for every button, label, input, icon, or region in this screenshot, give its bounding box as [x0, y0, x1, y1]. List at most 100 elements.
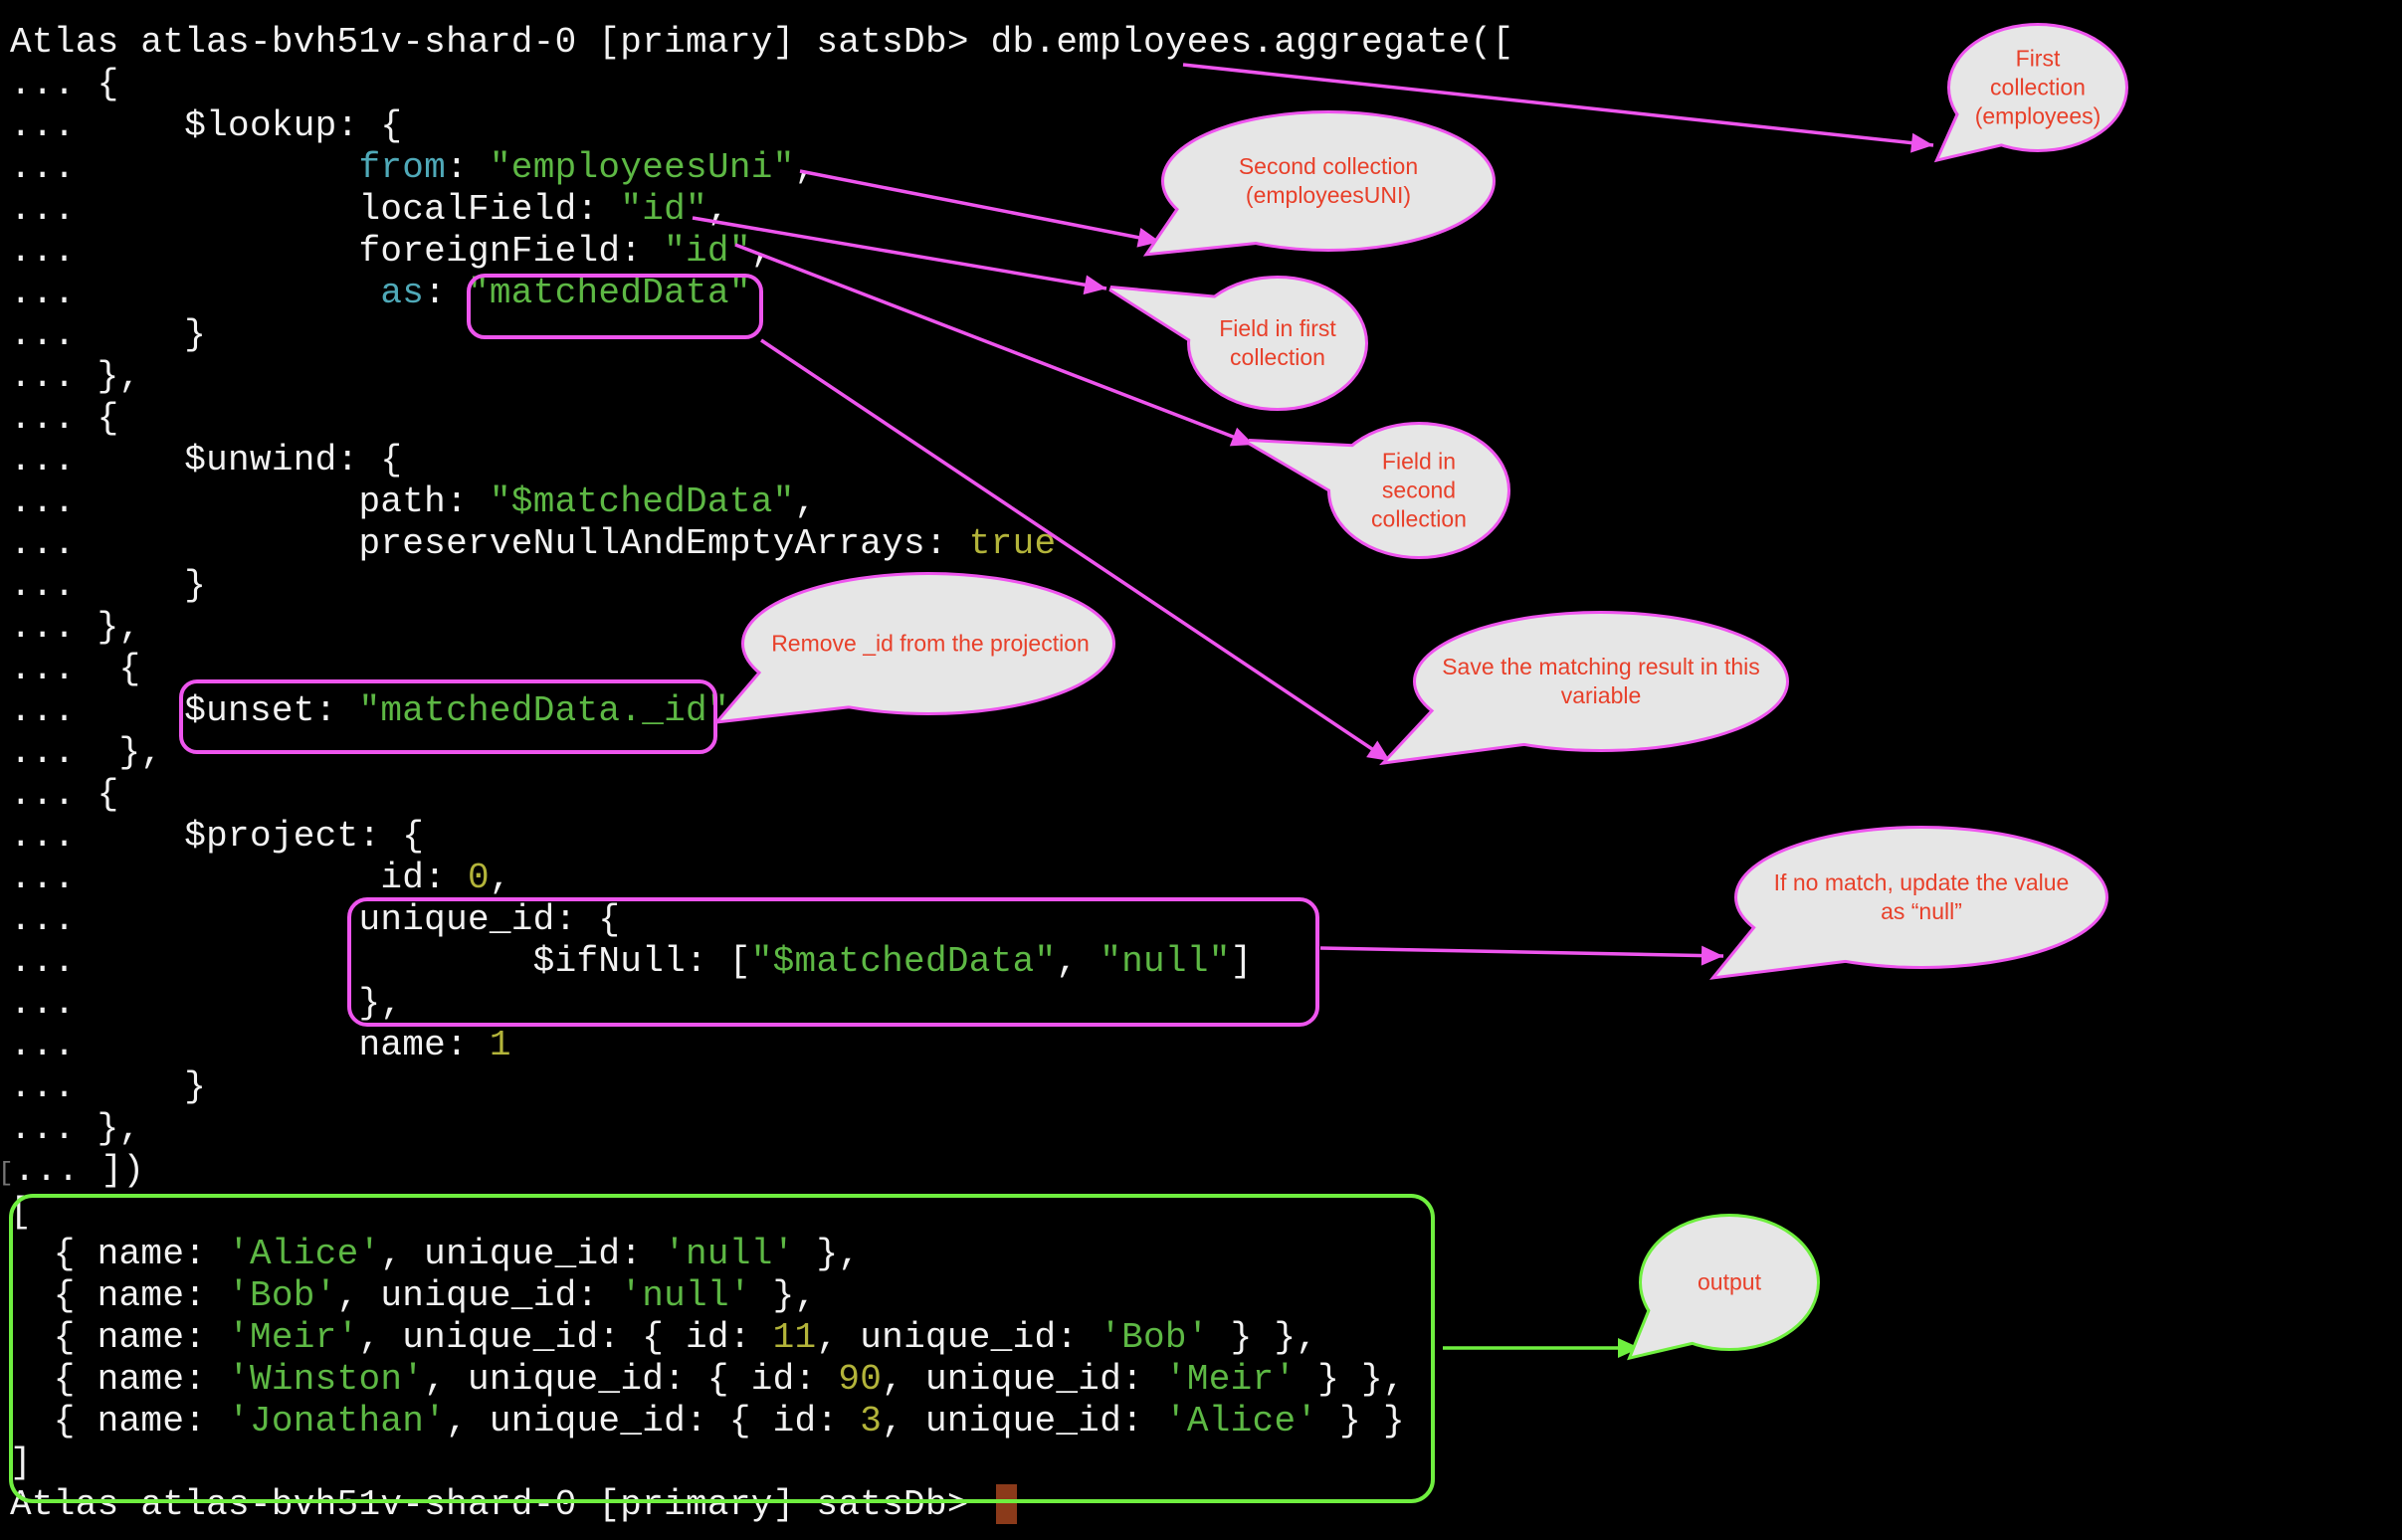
code-token: ... },	[10, 607, 141, 648]
code-token: "employeesUni"	[489, 147, 795, 188]
code-token: } },	[1296, 1359, 1405, 1400]
callout-field-second: Field in second collection	[1371, 448, 1467, 532]
code-token: , unique_id:	[336, 1275, 621, 1316]
callout-if-no-match: If no match, update the value as “null”	[1773, 869, 2070, 924]
terminal-line: ... $ifNull: ["$matchedData", "null"]	[10, 941, 1513, 983]
code-token: ... },	[10, 732, 163, 773]
terminal-line: { name: 'Alice', unique_id: 'null' },	[10, 1234, 1513, 1275]
terminal-line: ... foreignField: "id",	[10, 231, 1513, 273]
speech-bubble	[1190, 279, 1365, 408]
arrow-field-second	[734, 243, 1255, 447]
terminal-cursor[interactable]	[996, 1484, 1017, 1524]
speech-bubble	[1416, 614, 1786, 749]
terminal-line: ... localField: "id",	[10, 189, 1513, 231]
code-token: },	[794, 1234, 861, 1274]
code-token: ... $unset:	[10, 690, 359, 731]
speech-bubble-tail-fill	[1939, 111, 2006, 158]
arrow-head-icon	[1366, 740, 1390, 761]
code-token: 'Alice'	[228, 1234, 381, 1274]
terminal-line: ... }	[10, 1066, 1513, 1108]
code-token: 'Jonathan'	[228, 1401, 447, 1442]
code-token: , unique_id:	[882, 1401, 1165, 1442]
highlight-box-output	[9, 1194, 1435, 1503]
code-token: ... $ifNull: [	[10, 941, 751, 982]
arrow-second-collection	[799, 169, 1161, 244]
arrow-first-collection	[1182, 63, 1934, 147]
code-token: ...	[10, 273, 381, 313]
terminal-line: ... },	[10, 732, 1513, 774]
terminal-line: ... },	[10, 607, 1513, 649]
terminal-line: Atlas atlas-bvh51v-shard-0 [primary] sat…	[10, 22, 1513, 64]
code-token: ... },	[10, 983, 403, 1024]
terminal-line: ... id: 0,	[10, 858, 1513, 899]
terminal-line: { name: 'Jonathan', unique_id: { id: 3, …	[10, 1401, 1513, 1443]
speech-bubble	[1737, 829, 2105, 966]
speech-bubble	[1164, 113, 1493, 249]
terminal-line: ... }	[10, 314, 1513, 356]
code-token: 0	[467, 858, 490, 898]
code-token: 'Meir'	[1164, 1359, 1297, 1400]
terminal-line: ... unique_id: {	[10, 899, 1513, 941]
code-token: [	[0, 1158, 14, 1188]
code-token: { name:	[10, 1401, 229, 1442]
code-token: ... id:	[10, 858, 468, 898]
code-token: ... localField:	[10, 189, 621, 230]
code-token: as	[380, 273, 425, 313]
code-token: "null"	[1100, 941, 1231, 982]
code-token: { name:	[10, 1317, 229, 1358]
code-token: 1	[489, 1025, 511, 1065]
code-token: ... unique_id: {	[10, 899, 621, 940]
code-token: Atlas atlas-bvh51v-shard-0 [primary] sat…	[10, 1484, 991, 1525]
callout-output: output	[1698, 1268, 1761, 1295]
code-token: 'null'	[620, 1275, 751, 1316]
speech-bubble-tail-fill	[720, 670, 858, 720]
code-token: from	[358, 147, 447, 188]
terminal-line: ... as: "matchedData"	[10, 273, 1513, 314]
terminal-line: ]	[10, 1443, 1513, 1484]
code-token: ... }	[10, 1066, 207, 1107]
code-token: true	[968, 523, 1057, 564]
terminal-output: Atlas atlas-bvh51v-shard-0 [primary] sat…	[0, 22, 1513, 1526]
arrow-head-icon	[1083, 275, 1106, 295]
code-token: "id"	[664, 231, 751, 272]
code-token: ... }	[10, 314, 207, 355]
code-token: ... ])	[13, 1150, 145, 1191]
code-token: ... {	[10, 398, 119, 439]
terminal-line: Atlas atlas-bvh51v-shard-0 [primary] sat…	[10, 1484, 1513, 1526]
terminal-line: ... },	[10, 1108, 1513, 1150]
terminal-line: ... {	[10, 64, 1513, 105]
speech-bubble-tail-fill	[1110, 289, 1219, 341]
speech-bubble-tail-fill	[1387, 707, 1532, 761]
code-token: 'null'	[664, 1234, 795, 1274]
code-token: ,	[489, 858, 511, 898]
arrow-field-first	[692, 216, 1107, 290]
terminal-line: ... name: 1	[10, 1025, 1513, 1066]
speech-bubble	[744, 575, 1112, 712]
code-token: ... $unwind: {	[10, 440, 403, 481]
code-token: ... {	[10, 64, 119, 104]
code-token: ... }	[10, 565, 207, 606]
speech-bubble-tail-fill	[1149, 206, 1264, 253]
speech-bubble	[1642, 1217, 1817, 1348]
code-token: 3	[860, 1401, 883, 1442]
code-token: , unique_id:	[816, 1317, 1101, 1358]
terminal-line: { name: 'Meir', unique_id: { id: 11, uni…	[10, 1317, 1513, 1359]
code-token: ...	[10, 147, 359, 188]
code-token: } },	[1208, 1317, 1318, 1358]
arrow-save-variable	[760, 338, 1391, 763]
highlight-box-unique-id	[347, 897, 1319, 1027]
speech-bubble-tail-fill	[1632, 1307, 1697, 1356]
terminal-line: ... preserveNullAndEmptyArrays: true	[10, 523, 1513, 565]
arrow-if-no-match	[1319, 946, 1724, 958]
code-token: 'Alice'	[1164, 1401, 1318, 1442]
code-token: :	[424, 273, 468, 313]
callout-first-collection: First collection (employees)	[1974, 45, 2102, 129]
code-token: ... {	[10, 649, 141, 689]
code-token: } }	[1317, 1401, 1405, 1442]
terminal-line: ... $unset: "matchedData._id"	[10, 690, 1513, 732]
code-token: ... foreignField:	[10, 231, 665, 272]
code-token: 'Bob'	[228, 1275, 337, 1316]
code-token: Atlas atlas-bvh51v-shard-0 [primary] sat…	[10, 22, 1514, 63]
terminal-line: ... {	[10, 398, 1513, 440]
